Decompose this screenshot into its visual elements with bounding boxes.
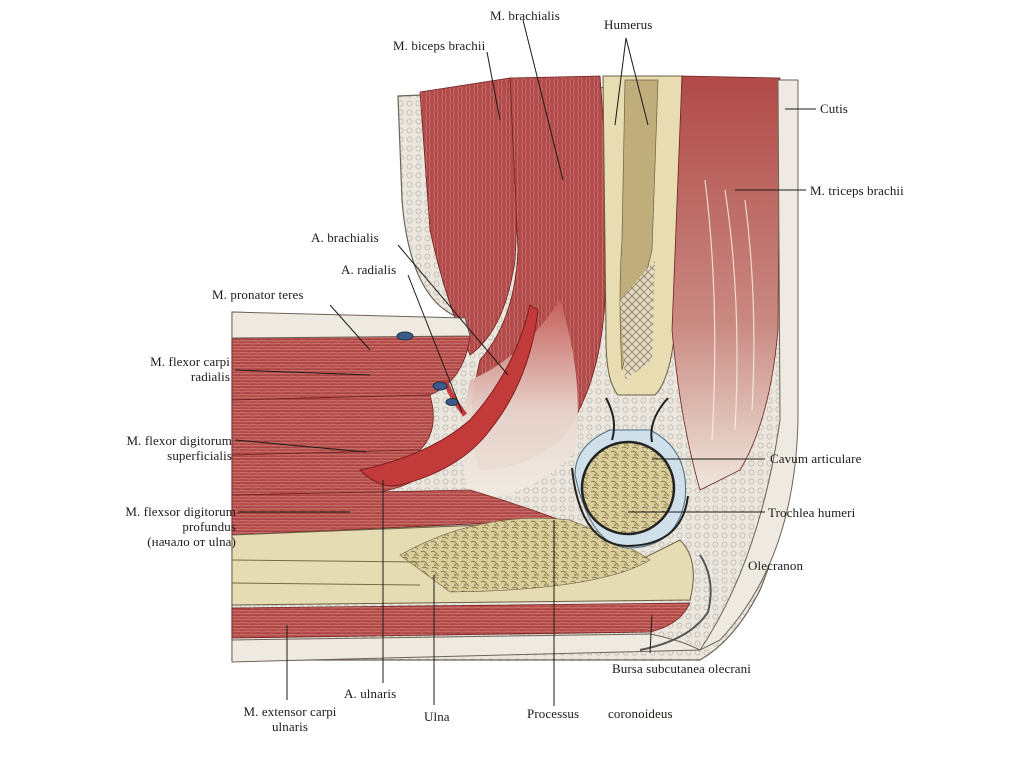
radial-artery [442, 379, 468, 417]
label-m-triceps-brachii: M. triceps brachii [810, 183, 904, 198]
extensor-carpi-ulnaris-muscle [231, 602, 691, 639]
olecranon-bursa [639, 554, 712, 651]
label-a-brachialis: A. brachialis [311, 230, 379, 245]
flexor-carpi-radialis-muscle [231, 394, 434, 456]
label-m-pronator-teres: M. pronator teres [212, 287, 304, 302]
label-line: radialis [190, 369, 230, 384]
label-a-radialis: A. radialis [341, 262, 397, 277]
label-olecranon: Olecranon [748, 558, 804, 573]
label-coronoideus: coronoideus [608, 706, 673, 721]
label-line: M. flexsor digitorum [125, 504, 236, 519]
brachial-artery [358, 304, 539, 487]
joint-capsule-cavity [571, 397, 689, 548]
brachialis-tendon [462, 300, 578, 500]
label-m-brachialis: M. brachialis [490, 8, 560, 23]
label-a-ulnaris: A. ulnaris [344, 686, 397, 701]
label-line: (начало от ulna) [147, 534, 236, 549]
label-m-flexor-carpi-radialis: M. flexor carpi radialis [60, 354, 230, 384]
label-cutis: Cutis [820, 101, 848, 116]
pronator-teres-muscle [231, 334, 471, 401]
label-m-biceps-brachii: M. biceps brachii [393, 38, 486, 53]
vein-cross-section-3 [445, 398, 459, 406]
skin-forearm-top [231, 311, 471, 339]
vein-cross-section-1 [396, 331, 414, 341]
label-m-flexor-digitorum-profundus: M. flexsor digitorum profundus (начало о… [30, 504, 236, 549]
label-cavum-articulare: Cavum articulare [770, 451, 862, 466]
label-line: M. flexor carpi [150, 354, 230, 369]
label-m-flexor-digitorum-superficialis: M. flexor digitorum superficialis [40, 433, 232, 463]
label-trochlea-humeri: Trochlea humeri [768, 505, 856, 520]
label-line: M. flexor digitorum [126, 433, 232, 448]
vein-cross-section-2 [432, 381, 448, 391]
skin-cutis-strip [698, 79, 799, 652]
label-line: profundus [182, 519, 236, 534]
trochlea-humeri [580, 440, 676, 536]
label-line: superficialis [167, 448, 232, 463]
label-line: M. extensor carpi [243, 704, 337, 719]
label-m-extensor-carpi-ulnaris: M. extensor carpi ulnaris [195, 704, 385, 734]
label-line: ulnaris [271, 719, 309, 734]
label-bursa-subcutanea-olecrani: Bursa subcutanea olecrani [612, 661, 751, 676]
label-humerus: Humerus [604, 17, 653, 32]
label-processus: Processus [527, 706, 580, 721]
leader-lines [234, 19, 816, 706]
label-ulna: Ulna [424, 709, 450, 724]
humerus-spongy-bone [620, 260, 655, 380]
